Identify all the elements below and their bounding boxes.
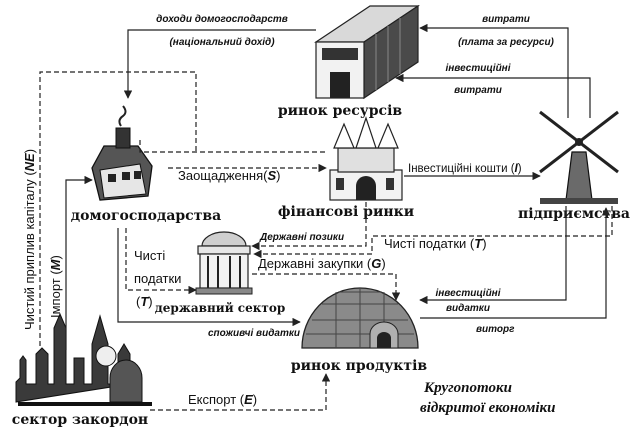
- product-market-label: ринок продуктів: [291, 358, 428, 374]
- gov-purchases-flow-arrow: [252, 273, 401, 301]
- resource-market-building-icon: [314, 4, 420, 100]
- net-capital-inflow-line: [39, 71, 197, 346]
- consumer-spending-flow-arrow: [117, 228, 301, 327]
- import-flow-arrow: [65, 175, 93, 350]
- export-flow-arrow: [150, 373, 331, 411]
- investment-spending-label-1: інвестиційні: [435, 288, 500, 299]
- government-label: державний сектор: [155, 301, 285, 315]
- investment-costs-label-1: інвестиційні: [445, 63, 510, 74]
- financial-markets-label: фінансові ринки: [278, 204, 414, 220]
- investment-spending-label-2: видатки: [446, 303, 490, 314]
- income-flow-arrow: [123, 29, 316, 99]
- gov-loans-label: Державні позики: [259, 232, 344, 243]
- financial-markets-castle-icon: [329, 116, 403, 201]
- revenue-label: виторг: [476, 324, 515, 335]
- net-taxes-left-symbol: (T): [136, 294, 153, 309]
- investment-costs-flow-arrow: [395, 73, 591, 118]
- net-taxes-left-label-2: податки: [134, 271, 181, 286]
- firms-windmill-icon: [539, 110, 619, 204]
- savings-upper-line: [139, 140, 326, 153]
- households-house-icon: [91, 105, 153, 201]
- resource-market-label: ринок ресурсів: [278, 103, 403, 119]
- gov-purchases-label: Державні закупки (G): [258, 256, 386, 271]
- household-income-label-1: доходи домогосподарств: [156, 14, 288, 25]
- net-capital-inflow-label: Чистий приплив капіталу (NE): [22, 149, 37, 330]
- households-label: домогосподарства: [71, 208, 221, 224]
- export-label: Експорт (E): [188, 392, 257, 407]
- product-market-dome-icon: [301, 287, 419, 349]
- net-taxes-right-flow-arrow: [253, 206, 613, 259]
- gov-loans-flow-arrow: [251, 202, 367, 251]
- consumer-spending-label: споживчі видатки: [208, 328, 300, 339]
- costs-flow-arrow: [419, 23, 569, 118]
- foreign-sector-skyline-icon: [15, 312, 152, 406]
- household-income-label-2: (національний дохід): [169, 37, 275, 48]
- investment-costs-label-2: витрати: [454, 85, 502, 96]
- net-taxes-left-label-1: Чисті: [134, 248, 165, 263]
- government-building-icon: [195, 231, 253, 295]
- import-label: Імпорт (M): [48, 255, 63, 318]
- savings-label: Заощадження(S): [178, 168, 281, 183]
- foreign-sector-label: сектор закордон: [12, 412, 148, 428]
- investment-funds-label: Інвестиційні кошти (I): [408, 163, 522, 175]
- investment-spending-flow-arrow: [419, 206, 567, 305]
- caption-line-1: Кругопотоки: [423, 380, 512, 396]
- costs-label-2: (плата за ресурси): [458, 37, 554, 48]
- net-taxes-left-flow-arrow: [125, 228, 197, 295]
- costs-label-1: витрати: [482, 14, 530, 25]
- caption-line-2: відкритої економіки: [420, 400, 555, 416]
- revenue-flow-arrow: [420, 207, 611, 319]
- net-taxes-right-label: Чисті податки (T): [384, 236, 487, 251]
- firms-label: підприємства: [518, 206, 630, 222]
